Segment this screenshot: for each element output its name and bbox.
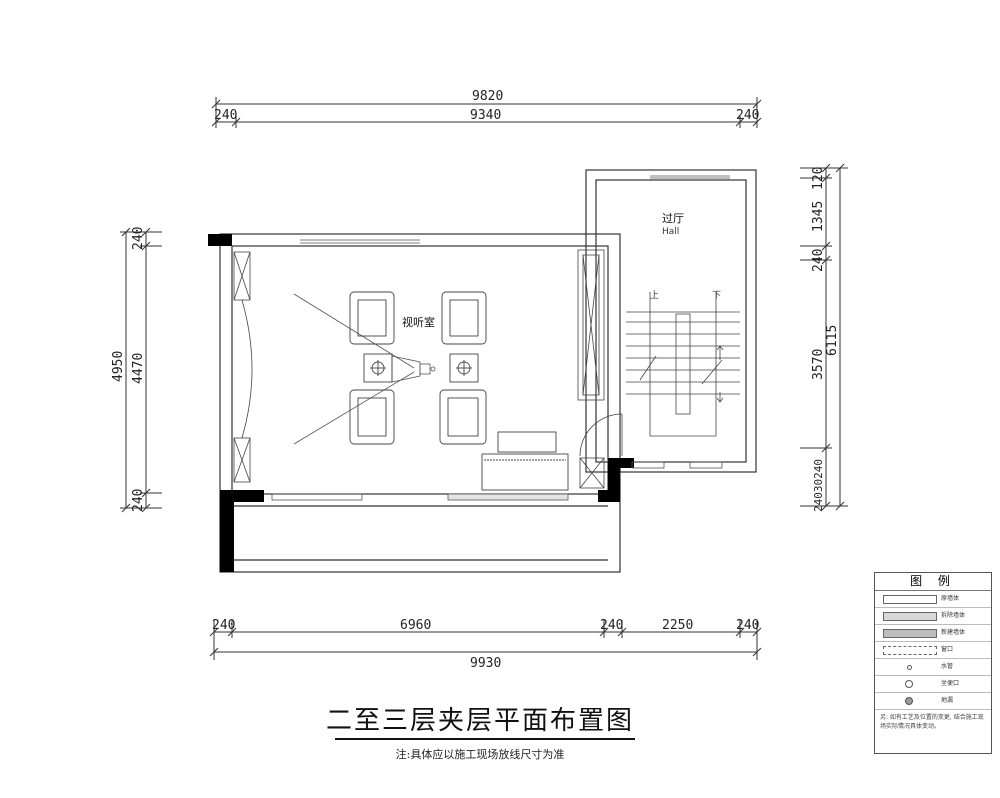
drawing-note: 注:具体应以施工现场放线尺寸为准 xyxy=(395,748,565,761)
legend-swatch-demolished-wall xyxy=(883,612,937,621)
legend-title: 图 例 xyxy=(875,573,991,591)
drain-icon xyxy=(905,697,913,705)
wall-cabinets xyxy=(233,249,605,489)
walls xyxy=(219,169,757,573)
dim-bottom-c: 240 xyxy=(600,618,623,633)
legend-label: 原墙体 xyxy=(941,595,960,602)
dim-left-bottom: 240 xyxy=(131,489,146,512)
legend-swatch-original-wall xyxy=(883,595,937,604)
dim-bottom-e: 240 xyxy=(736,618,759,633)
av-room-inner xyxy=(231,245,609,495)
legend-item: 窗口 xyxy=(875,642,991,659)
legend-item: 水管 xyxy=(875,659,991,676)
dim-right-total: 6115 xyxy=(825,325,840,356)
top-dimensions xyxy=(211,97,762,128)
dim-left-mid: 4470 xyxy=(131,353,146,384)
speaker-cabinet xyxy=(497,431,557,453)
room-label-hall: 过厅 xyxy=(662,212,684,225)
legend-item: 拆除墙体 xyxy=(875,608,991,625)
right-dimensions xyxy=(800,163,848,511)
black-wall-segments xyxy=(208,234,634,572)
hall-stair-outline xyxy=(585,169,757,473)
plus-dot-icon xyxy=(907,665,912,670)
dim-bottom-b: 6960 xyxy=(400,618,431,633)
legend-swatch-new-wall xyxy=(883,629,937,638)
dim-top-total: 9820 xyxy=(472,89,503,104)
legend-item: 原墙体 xyxy=(875,591,991,608)
legend-item: 新建墙体 xyxy=(875,625,991,642)
bottom-dimensions xyxy=(209,620,762,660)
legend-label: 窗口 xyxy=(941,646,954,653)
staircase xyxy=(626,292,740,437)
dim-bottom-total: 9930 xyxy=(470,656,501,671)
drawing-title: 二至三层夹层平面布置图 xyxy=(325,706,634,736)
legend-item: 地漏 xyxy=(875,693,991,710)
legend-label: 拆除墙体 xyxy=(941,612,966,619)
hall-inner xyxy=(595,179,747,463)
windows xyxy=(271,175,730,501)
dim-left-total: 4950 xyxy=(111,351,126,382)
stair-up-label: 上 xyxy=(650,290,659,301)
dim-right-a: 120 xyxy=(811,167,826,190)
stair-down-label: 下 xyxy=(712,291,721,301)
projection-lines xyxy=(293,293,436,445)
legend-label: 地漏 xyxy=(941,697,954,704)
door-swing xyxy=(579,413,623,457)
room-label-av: 视听室 xyxy=(402,315,435,329)
legend-label: 水管 xyxy=(941,663,954,670)
left-dimensions xyxy=(120,227,162,513)
armchair xyxy=(441,291,487,345)
armchair xyxy=(439,389,487,445)
dim-bottom-a: 240 xyxy=(212,618,235,633)
legend-swatch-window xyxy=(883,646,937,655)
dim-bottom-d: 2250 xyxy=(662,618,693,633)
armchairs xyxy=(349,291,569,491)
dim-top-right: 240 xyxy=(736,108,759,123)
dim-left-top: 240 xyxy=(131,227,146,250)
dim-top-mid: 9340 xyxy=(470,108,501,123)
main-room-outline xyxy=(219,233,621,573)
dim-right-c: 240 xyxy=(811,249,826,272)
legend-label: 新建墙体 xyxy=(941,629,966,636)
room-label-hall-en: Hall xyxy=(662,227,679,237)
dim-right-e: 24030240 xyxy=(812,459,825,512)
side-table xyxy=(363,353,393,383)
armchair xyxy=(349,389,395,445)
tv-console xyxy=(481,453,569,491)
legend-remark: 另: 如有工艺及位置的变更, 结合施工现场实际情况具体变动。 xyxy=(880,714,984,730)
title-underline xyxy=(335,738,635,740)
dim-right-b: 1345 xyxy=(811,201,826,232)
armchair xyxy=(349,291,395,345)
legend: 图 例 原墙体 拆除墙体 新建墙体 窗口 水管 坐便口 地漏 另: 如有工艺及位… xyxy=(874,572,992,754)
floor-plan: 9820 240 9340 240 240 6960 240 2250 240 … xyxy=(111,89,848,671)
dim-right-d: 3570 xyxy=(811,349,826,380)
legend-label: 坐便口 xyxy=(941,680,960,687)
side-table xyxy=(449,353,479,383)
legend-item: 坐便口 xyxy=(875,676,991,693)
dim-top-left: 240 xyxy=(214,108,237,123)
circle-icon xyxy=(905,680,913,688)
